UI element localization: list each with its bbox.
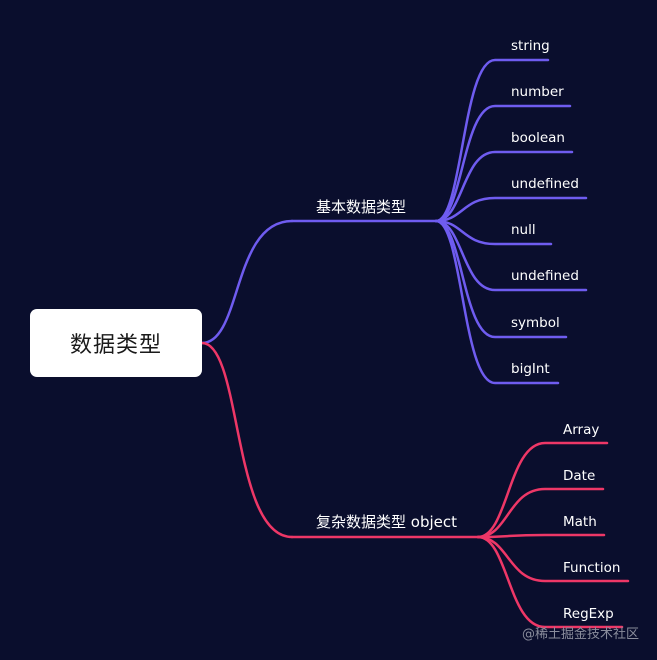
object-branch-connectors bbox=[200, 341, 630, 629]
primitive-branch-connectors bbox=[200, 58, 588, 385]
leaf-node-boolean[interactable]: boolean bbox=[511, 130, 565, 146]
watermark: @稀土掘金技术社区 bbox=[521, 627, 639, 642]
leaf-node-null[interactable]: null bbox=[511, 222, 536, 238]
leaf-node-math[interactable]: Math bbox=[563, 514, 597, 530]
root-to-branch-0-connector bbox=[200, 219, 294, 345]
root-node-label: 数据类型 bbox=[69, 333, 162, 358]
leaf-node-undefined-2[interactable]: undefined bbox=[511, 268, 579, 284]
leaf-node-function[interactable]: Function bbox=[563, 560, 621, 576]
branch-0-leaf-0-connector bbox=[434, 58, 550, 223]
leaf-node-number[interactable]: number bbox=[511, 84, 564, 100]
leaf-node-undefined[interactable]: undefined bbox=[511, 176, 579, 192]
branch-1-leaf-1-connector bbox=[476, 487, 605, 539]
leaf-node-date[interactable]: Date bbox=[563, 468, 596, 484]
branch-node-primitive-types[interactable]: 基本数据类型 bbox=[316, 198, 407, 216]
branch-0-leaf-3-connector bbox=[434, 196, 588, 223]
root-to-branch-1-connector bbox=[200, 341, 294, 539]
leaf-node-string[interactable]: string bbox=[511, 38, 550, 54]
leaf-node-bigint[interactable]: bigInt bbox=[511, 361, 550, 377]
branch-1-leaf-2-connector bbox=[476, 533, 606, 539]
branch-node-object-types[interactable]: 复杂数据类型 object bbox=[316, 513, 457, 531]
branch-1-leaf-0-connector bbox=[476, 441, 609, 539]
branch-1-leaf-4-connector bbox=[476, 535, 624, 629]
leaf-node-symbol[interactable]: symbol bbox=[511, 315, 560, 331]
root-node[interactable]: 数据类型 bbox=[30, 309, 202, 377]
branch-1-leaf-3-connector bbox=[476, 535, 630, 583]
branch-0-leaf-2-connector bbox=[434, 150, 574, 223]
leaf-node-regexp[interactable]: RegExp bbox=[563, 606, 614, 622]
branch-0-leaf-1-connector bbox=[434, 104, 572, 223]
branch-0-leaf-7-connector bbox=[434, 219, 560, 385]
branch-0-leaf-4-connector bbox=[434, 219, 553, 246]
leaf-node-array[interactable]: Array bbox=[563, 422, 600, 438]
